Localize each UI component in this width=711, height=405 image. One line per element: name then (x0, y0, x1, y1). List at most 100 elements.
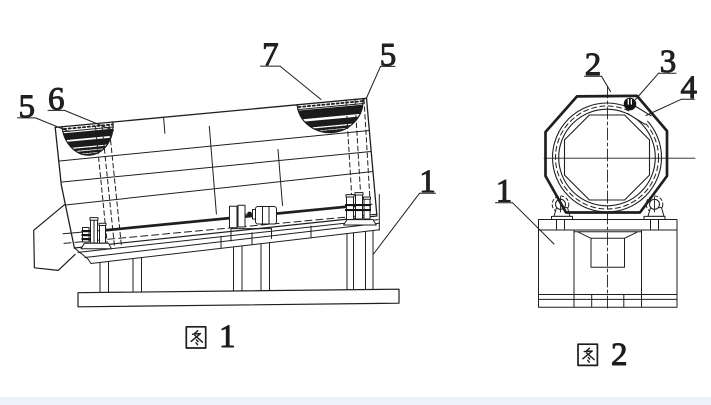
figure-2-caption-number: 2 (611, 337, 628, 373)
drum-shell-line-3 (65, 171, 374, 206)
callout-2-leader (601, 75, 611, 92)
clamp-disc (623, 97, 637, 111)
bracket-right-bolts (650, 219, 659, 230)
callout-1-fig2-label: 1 (496, 174, 513, 210)
drive-assembly-middle (229, 204, 277, 242)
callout-1-fig2-leader (512, 202, 555, 245)
figure-1-callouts: 5 6 7 5 1 (17, 37, 436, 255)
drum-shell-line-2 (61, 151, 372, 183)
roller-right-cap-2 (354, 192, 364, 196)
band-bottom-line (90, 229, 380, 264)
callout-7-leader (279, 65, 322, 100)
figure-1: 5 6 7 5 1 1 (17, 37, 436, 355)
clamp-disc-body (623, 97, 637, 111)
callout-6-leader (64, 109, 114, 131)
screen-window-right-rim-dashes (297, 100, 364, 108)
hidden-drop-lines (95, 98, 371, 247)
roller-right-bar-1 (345, 204, 371, 207)
roller-right-bolt-1 (346, 196, 354, 220)
callout-4-label: 4 (680, 70, 697, 106)
discharge-chute (33, 203, 76, 271)
callout-1-fig1-leader (373, 192, 420, 255)
callout-1-fig1-label: 1 (419, 164, 436, 200)
pedestal-left-block (538, 229, 575, 295)
screen-window-right-rim (297, 103, 364, 111)
callout-3-leader (635, 72, 659, 100)
drop-line-right-1 (345, 100, 353, 210)
screen-window-right-band-2 (303, 116, 361, 129)
figure-1-caption: 1 (185, 318, 236, 355)
drum-body (54, 97, 379, 253)
outer-octagon-shell (544, 94, 669, 214)
clamp-disc-slit-2 (630, 99, 632, 105)
inlet-notch-mask (627, 105, 651, 125)
callout-7-label: 7 (262, 37, 279, 73)
roller-right-bar-2 (345, 209, 371, 212)
roller-left-bar-1 (81, 230, 91, 233)
drum-left-edge (54, 126, 76, 249)
drum-bottom-rim-line (77, 219, 379, 253)
pedestal-funnel (573, 231, 642, 239)
roller-right-cap-3 (363, 196, 371, 200)
frame-legs (99, 230, 374, 293)
roller-assembly-left (80, 217, 112, 250)
roller-left-cap-1 (89, 217, 99, 221)
inner-octagon (563, 114, 651, 201)
drum-seam-line-right (277, 149, 283, 206)
drum-right-edge (365, 97, 378, 216)
roller-right-base (343, 219, 377, 226)
bracket-left-bolts (556, 219, 565, 230)
screen-window-left-band-1 (62, 128, 115, 141)
pedestal-right-block (641, 229, 678, 295)
callout-4-leader (645, 98, 682, 116)
callout-3-label: 3 (660, 44, 677, 80)
callout-6-label: 6 (48, 81, 65, 117)
figure-2-callouts: 2 3 4 1 (495, 44, 697, 245)
roller-left-base (80, 242, 112, 250)
screen-window-right-band-1 (297, 104, 365, 120)
inlet-notch-side-2 (626, 112, 646, 125)
band-top-line (84, 222, 380, 258)
frame-band (73, 194, 380, 264)
footer-strip (0, 397, 711, 405)
drum-top-edge (54, 97, 368, 129)
roller-assembly-right (343, 192, 377, 226)
screen-window-left-rim (62, 126, 114, 133)
drive-block-1 (229, 205, 238, 229)
drum-bottom-edge (73, 215, 378, 249)
callout-5-right-label: 5 (380, 37, 397, 73)
figure-1-caption-tu-glyph (185, 325, 207, 349)
drum-shell-line-1 (59, 130, 370, 162)
ground-rail (77, 288, 400, 308)
figure-2-caption-tu-glyph (577, 343, 599, 367)
drum-seam-line-short (163, 117, 166, 134)
drop-line-right-3 (363, 98, 371, 209)
band-left-chamfer (73, 247, 92, 264)
figure-2-caption: 2 (577, 336, 628, 373)
figure-2: 2 3 4 1 2 (495, 44, 697, 373)
screen-window-left-hatch-1 (67, 145, 112, 152)
drive-block-2 (237, 204, 246, 228)
drop-line-left-3 (108, 124, 122, 247)
roller-right-bolt-2 (355, 194, 363, 220)
shaft-centerline-dashed (63, 213, 378, 244)
roller-left-bolt-2 (99, 224, 106, 244)
drum-seam-line-mid (208, 125, 217, 215)
callout-5-left-leader (35, 117, 70, 132)
figure-1-caption-number: 1 (219, 319, 236, 355)
screen-window-left (61, 121, 115, 157)
drive-bracket (230, 228, 272, 242)
roller-left-cap-2 (98, 222, 107, 226)
screen-window-right (296, 97, 365, 134)
roller-left-bar-3 (81, 238, 91, 241)
ring-bolt-circle-dashed (555, 105, 659, 210)
callout-5-left-label: 5 (18, 89, 35, 125)
drop-line-right-2 (354, 99, 362, 210)
motor-body (255, 206, 277, 225)
drop-line-left-2 (101, 125, 115, 247)
ring-inner-circle (558, 108, 656, 207)
drive-shaft (62, 203, 378, 244)
screen-window-left-band-2 (66, 137, 113, 149)
support-bracket-right (643, 195, 666, 220)
screen-window-left-rim-dashes (62, 123, 114, 130)
